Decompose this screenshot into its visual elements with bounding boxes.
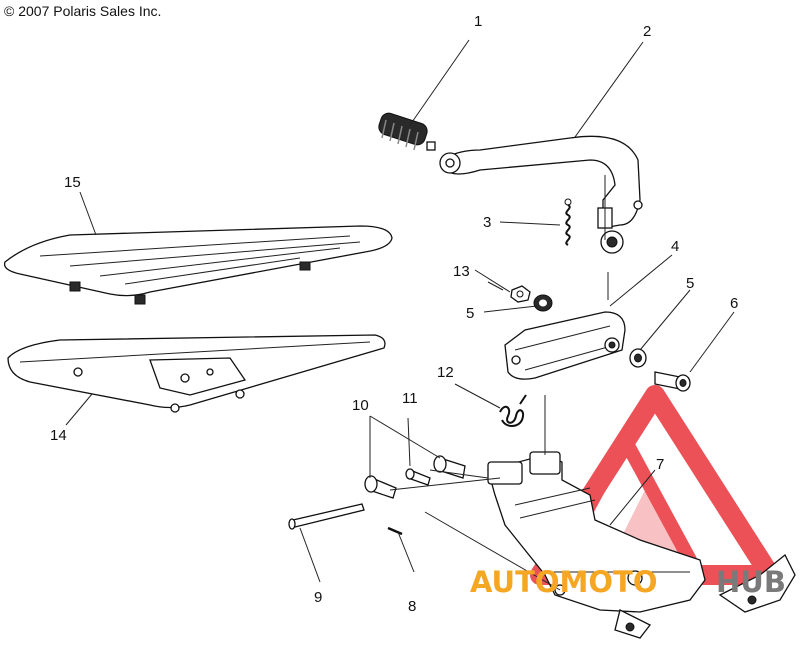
part-13-nut bbox=[510, 285, 531, 303]
watermark-text: AUTOMOTO HUB bbox=[470, 565, 786, 599]
leader-lines bbox=[65, 39, 735, 591]
part-15-floorboard-mat bbox=[3, 225, 393, 305]
part-7-footrest-bracket bbox=[487, 451, 796, 639]
callout-11: 11 bbox=[402, 390, 418, 407]
callout-4: 4 bbox=[671, 238, 679, 255]
copyright-text: 2007 Polaris Sales Inc. bbox=[18, 3, 162, 19]
part-12-torsion-spring bbox=[499, 394, 527, 427]
copyright-notice: © 2007 Polaris Sales Inc. bbox=[4, 3, 161, 19]
part-5-washer-left bbox=[533, 294, 553, 312]
part-9-pin bbox=[288, 503, 365, 530]
part-2-brake-pedal bbox=[439, 135, 643, 254]
part-10-bolt-upper bbox=[433, 455, 466, 479]
part-5-washer-right bbox=[629, 348, 647, 368]
callout-14: 14 bbox=[50, 427, 67, 444]
callout-8: 8 bbox=[408, 598, 416, 615]
callout-6: 6 bbox=[730, 295, 738, 312]
part-1-footpeg-rubber bbox=[378, 112, 436, 151]
callout-7: 7 bbox=[656, 456, 664, 473]
callout-9: 9 bbox=[314, 589, 322, 606]
callout-15: 15 bbox=[64, 174, 81, 191]
callout-2: 2 bbox=[643, 23, 651, 40]
callout-10: 10 bbox=[352, 397, 369, 414]
callout-5-left: 5 bbox=[466, 305, 474, 322]
part-14-floorboard-tray bbox=[7, 334, 386, 413]
part-3-spring bbox=[564, 198, 572, 246]
part-8-cotter-pin bbox=[387, 526, 403, 536]
part-4-pivot-bracket bbox=[504, 311, 626, 380]
callout-5-right: 5 bbox=[686, 275, 694, 292]
watermark-hub: HUB bbox=[716, 565, 786, 599]
watermark-automoto: AUTOMOTO bbox=[470, 565, 657, 599]
callout-3: 3 bbox=[483, 214, 491, 231]
part-10-bolt-lower bbox=[364, 475, 397, 499]
part-6-bolt bbox=[654, 371, 691, 392]
callout-1: 1 bbox=[474, 13, 482, 30]
copyright-symbol: © bbox=[4, 3, 15, 19]
callout-13: 13 bbox=[453, 263, 470, 280]
callout-numbers: 1 2 3 4 5 5 6 7 8 9 10 11 12 13 14 15 bbox=[50, 13, 738, 615]
part-11-bolt bbox=[405, 468, 431, 486]
callout-12: 12 bbox=[437, 364, 454, 381]
